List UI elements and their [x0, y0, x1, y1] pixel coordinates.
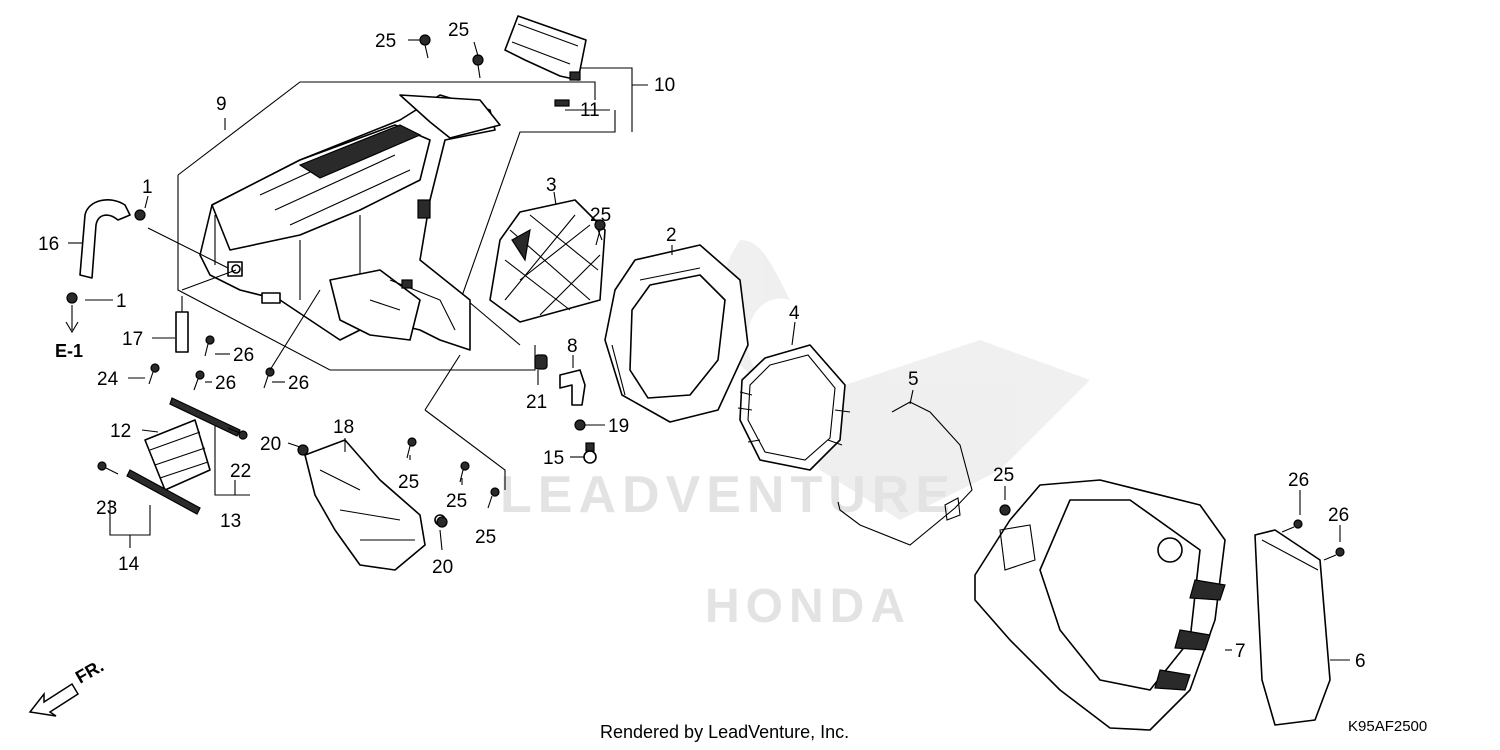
intake-duct	[304, 439, 446, 571]
element-seal	[737, 344, 851, 471]
part-label-11: 11	[580, 100, 600, 121]
part-label-24: 24	[97, 369, 119, 390]
fasteners	[97, 34, 1345, 561]
part-label-25: 25	[475, 527, 496, 548]
part-label-26: 26	[1328, 505, 1349, 526]
part-label-10: 10	[654, 75, 675, 96]
retaining-wire	[837, 401, 973, 546]
part-label-8-11: 8	[567, 336, 578, 357]
case-cover	[974, 479, 1226, 731]
part-label-1: 1	[142, 177, 153, 198]
watermark: LEADVENTURE HONDA	[500, 240, 1090, 633]
part-label-25: 25	[993, 465, 1014, 486]
part-label-23: 23	[96, 498, 117, 519]
part-label-20: 20	[260, 434, 281, 455]
intake-cover	[504, 15, 587, 81]
part-label-25: 25	[446, 491, 467, 512]
part-label-26: 26	[215, 373, 236, 394]
part-label-9: 9	[216, 94, 227, 115]
group-outline-10	[461, 67, 648, 346]
part-label-26: 26	[1288, 470, 1309, 491]
front-direction-indicator: FR.	[28, 656, 107, 717]
part-label-25: 25	[448, 20, 469, 41]
part-label-25: 25	[375, 31, 396, 52]
part-label-12: 12	[110, 421, 131, 442]
leader-lines	[65, 39, 1350, 661]
part-label-13: 13	[220, 511, 241, 532]
part-label-14: 14	[118, 554, 140, 575]
part-label-4: 4	[789, 303, 800, 324]
air-cleaner-case	[199, 94, 501, 351]
diagram-code: K95AF2500	[1348, 718, 1427, 735]
front-direction-label: FR.	[72, 656, 107, 688]
watermark-text: LEADVENTURE	[500, 466, 956, 524]
part-label-18: 18	[333, 417, 354, 438]
part-label-20: 20	[432, 557, 453, 578]
breather-hose	[66, 199, 146, 304]
part-label-17: 17	[122, 329, 143, 350]
part-label-15: 15	[543, 448, 564, 469]
part-label-19: 19	[608, 416, 629, 437]
part-label-6: 6	[1355, 651, 1366, 672]
part-label-25: 25	[590, 205, 611, 226]
part-label-7: 7	[1235, 641, 1246, 662]
part-label-26: 26	[233, 345, 254, 366]
watermark-brand: HONDA	[705, 580, 911, 633]
air-element	[604, 244, 749, 423]
part-label-3: 3	[546, 175, 557, 196]
part-label-21: 21	[526, 392, 547, 413]
part-label-26: 26	[288, 373, 309, 394]
element-frame	[489, 199, 606, 323]
reference-label: E-1	[55, 341, 83, 361]
part-label-1: 1	[116, 291, 127, 312]
part-label-5: 5	[908, 369, 919, 390]
part-label-25: 25	[398, 472, 419, 493]
connecting-tube	[126, 397, 241, 515]
side-cover	[1254, 529, 1331, 726]
footer-credit: Rendered by LeadVenture, Inc.	[600, 722, 849, 742]
part-label-2: 2	[666, 225, 677, 246]
part-label-16: 16	[38, 234, 59, 255]
group-outline-25-lower	[424, 354, 506, 490]
part-labels: 25 25 10 11 9 1 16 1 E-1 17 26 24 26 26 …	[38, 20, 1366, 672]
part-label-22: 22	[230, 461, 251, 482]
